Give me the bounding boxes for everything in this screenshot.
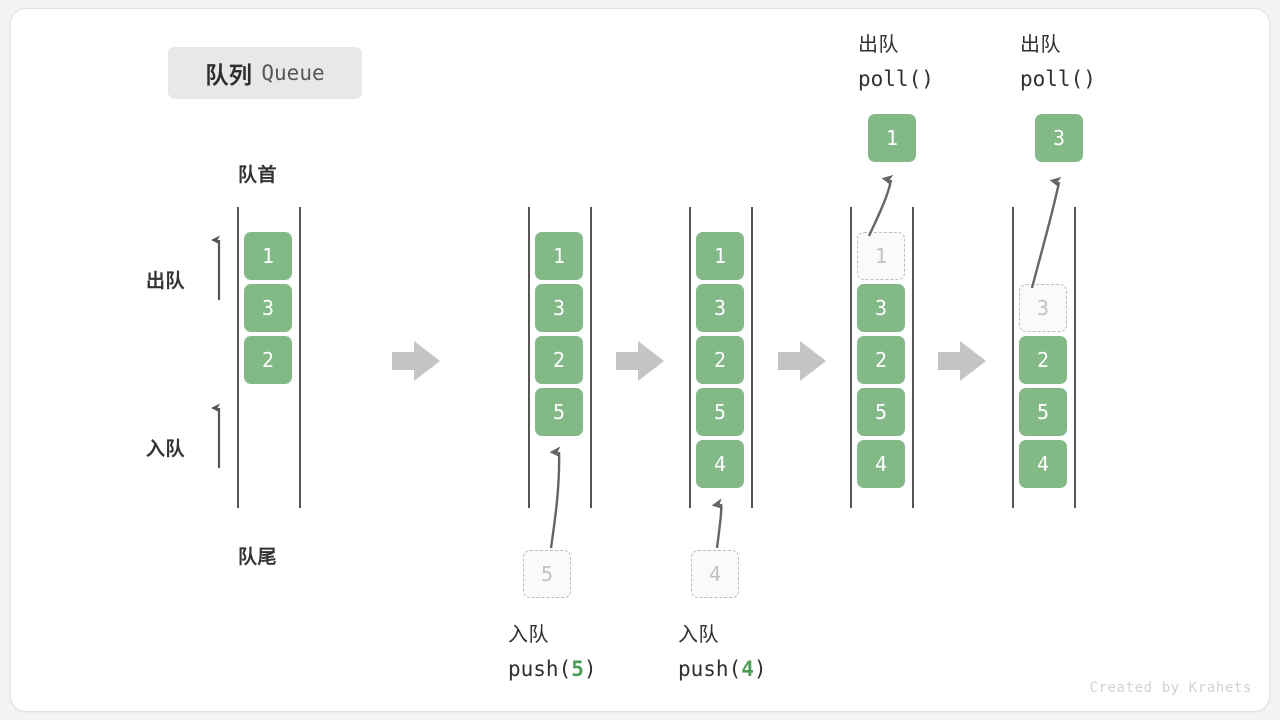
cell: 1 bbox=[244, 232, 292, 280]
op-label-push-5: 入队 push(5) bbox=[508, 618, 597, 686]
rail-right bbox=[912, 207, 914, 508]
op-label-line1: 出队 bbox=[858, 34, 899, 56]
watermark: Created by Krahets bbox=[1089, 680, 1252, 696]
title-en: Queue bbox=[261, 61, 325, 85]
cell-new: 5 bbox=[535, 388, 583, 436]
op-label-push-4: 入队 push(4) bbox=[678, 618, 767, 686]
cell: 1 bbox=[696, 232, 744, 280]
poll-3-arrow-icon bbox=[1030, 176, 1062, 289]
cell: 5 bbox=[1019, 388, 1067, 436]
cell: 4 bbox=[1019, 440, 1067, 488]
rail-right bbox=[1074, 207, 1076, 508]
cell: 3 bbox=[244, 284, 292, 332]
op-label-line1: 出队 bbox=[1020, 34, 1061, 56]
cell: 4 bbox=[857, 440, 905, 488]
rail-left bbox=[850, 207, 852, 508]
op-label-poll-3: 出队 poll() bbox=[1020, 28, 1096, 96]
rail-left bbox=[237, 207, 239, 508]
poll-1-arrow-icon bbox=[867, 174, 894, 237]
op-label-line2: push(4) bbox=[678, 657, 767, 681]
transition-arrow-1 bbox=[392, 341, 440, 381]
cell: 5 bbox=[857, 388, 905, 436]
push-4-arrow-icon bbox=[711, 498, 724, 549]
ghost-cell: 3 bbox=[1019, 284, 1067, 332]
title-badge: 队列 Queue bbox=[168, 47, 362, 99]
transition-arrow-2 bbox=[616, 341, 664, 381]
transition-arrow-4 bbox=[938, 341, 986, 381]
op-label-line2: push(5) bbox=[508, 657, 597, 681]
rail-right bbox=[751, 207, 753, 508]
ghost-cell: 5 bbox=[523, 550, 571, 598]
transition-arrow-3 bbox=[778, 341, 826, 381]
ghost-cell: 4 bbox=[691, 550, 739, 598]
op-label-line1: 入队 bbox=[508, 624, 549, 646]
dequeue-direction-label: 出队 bbox=[146, 271, 186, 292]
rail-left bbox=[1012, 207, 1014, 508]
title-cn: 队列 bbox=[205, 62, 253, 88]
cell: 1 bbox=[535, 232, 583, 280]
rail-right bbox=[590, 207, 592, 508]
cell: 5 bbox=[696, 388, 744, 436]
cell: 2 bbox=[535, 336, 583, 384]
cell: 3 bbox=[696, 284, 744, 332]
extracted-cell: 3 bbox=[1035, 114, 1083, 162]
head-label: 队首 bbox=[238, 165, 278, 186]
op-label-poll-1: 出队 poll() bbox=[858, 28, 934, 96]
extracted-cell: 1 bbox=[868, 114, 916, 162]
op-value: 5 bbox=[571, 657, 584, 681]
cell-new: 4 bbox=[696, 440, 744, 488]
ghost-cell: 1 bbox=[857, 232, 905, 280]
op-label-line1: 入队 bbox=[678, 624, 719, 646]
enqueue-direction-label: 入队 bbox=[146, 439, 186, 460]
rail-left bbox=[689, 207, 691, 508]
op-label-line2: poll() bbox=[858, 67, 934, 91]
cell: 2 bbox=[857, 336, 905, 384]
op-value: 4 bbox=[741, 657, 754, 681]
push-5-arrow-icon bbox=[549, 446, 561, 549]
cell: 3 bbox=[535, 284, 583, 332]
cell: 3 bbox=[857, 284, 905, 332]
cell: 2 bbox=[244, 336, 292, 384]
cell: 2 bbox=[696, 336, 744, 384]
tail-label: 队尾 bbox=[238, 547, 278, 568]
op-label-line2: poll() bbox=[1020, 67, 1096, 91]
rail-left bbox=[528, 207, 530, 508]
cell: 2 bbox=[1019, 336, 1067, 384]
rail-right bbox=[299, 207, 301, 508]
